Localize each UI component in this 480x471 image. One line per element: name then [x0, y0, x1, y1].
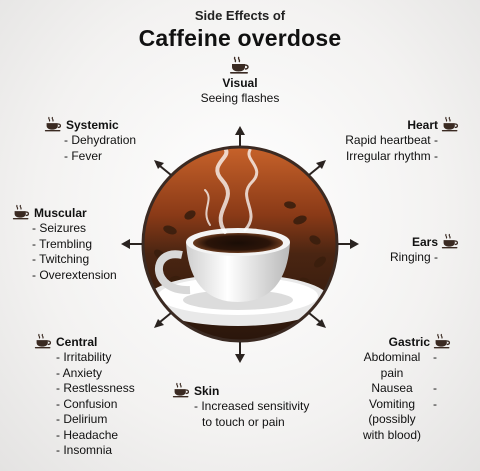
title-line-1: Side Effects of [194, 8, 286, 23]
arrow-up-left [154, 160, 172, 176]
category-gastric-item: pain [380, 365, 404, 380]
coffee-cup-icon [441, 233, 460, 249]
category-muscular-name: Muscular [34, 206, 87, 220]
coffee-cup-icon [34, 333, 53, 349]
category-muscular-item: Twitching [32, 252, 117, 268]
category-visual-item: Seeing flashes [200, 91, 280, 105]
category-gastric-item: with blood) [362, 427, 422, 442]
category-central: Central Irritability Anxiety Restlessnes… [34, 333, 135, 459]
category-skin: Skin - Increased sensitivity to touch or… [172, 382, 309, 430]
category-central-name: Central [56, 335, 98, 349]
title-line-2: Caffeine overdose [138, 25, 342, 51]
category-gastric-name: Gastric [388, 335, 430, 349]
category-central-item: Insomnia [56, 443, 135, 459]
arrow-down-right [308, 312, 326, 328]
arrows [121, 126, 359, 363]
coffee-cup-photo [141, 145, 339, 343]
category-ears-item: Ringing [390, 250, 438, 266]
category-muscular-item: Seizures [32, 221, 117, 237]
category-visual-name: Visual [222, 76, 258, 90]
arrow-right [338, 239, 359, 249]
coffee-cup-icon [12, 204, 31, 220]
category-skin-item: to touch or pain [202, 414, 285, 429]
coffee-cup-icon [433, 333, 452, 349]
category-systemic-item: Fever [64, 149, 136, 165]
category-muscular-item: Overextension [32, 268, 116, 284]
category-heart-item: Irregular rhythm [345, 149, 438, 165]
coffee-cup-icon [180, 56, 300, 76]
category-gastric-item: Nausea- [371, 381, 437, 395]
arrow-down [235, 342, 245, 363]
coffee-cup-icon [172, 382, 191, 398]
arrow-left [121, 239, 142, 249]
category-central-item: Anxiety [56, 366, 135, 382]
category-gastric: Gastric Abdominal- pain Nausea- Vomiting… [356, 333, 452, 443]
category-systemic-name: Systemic [66, 118, 119, 132]
arrow-up [235, 126, 245, 146]
category-central-item: Irritability [56, 350, 135, 366]
category-central-item: Confusion [56, 397, 135, 413]
category-visual: Visual Seeing flashes [180, 56, 300, 107]
category-heart-item: Rapid heartbeat [345, 133, 438, 149]
category-heart: Heart Rapid heartbeat Irregular rhythm [345, 116, 460, 164]
arrow-down-left [154, 312, 172, 328]
category-gastric-item: Vomiting- [368, 396, 437, 411]
category-gastric-item: Abdominal- [363, 350, 437, 364]
category-muscular-item: Trembling [32, 237, 117, 253]
category-central-item: Delirium [56, 412, 135, 428]
coffee-cup-icon [441, 116, 460, 132]
category-systemic-item: Dehydration [64, 133, 136, 149]
category-ears: Ears Ringing [390, 233, 460, 266]
category-heart-name: Heart [407, 118, 438, 132]
category-muscular: Muscular Seizures Trembling Twitching Ov… [12, 204, 117, 283]
category-systemic: Systemic Dehydration Fever [44, 116, 136, 164]
category-skin-item: - Increased sensitivity [194, 399, 310, 413]
arrow-up-right [308, 160, 326, 176]
coffee-cup-icon [44, 116, 63, 132]
category-skin-name: Skin [194, 384, 220, 398]
category-central-item: Restlessness [56, 381, 134, 397]
category-central-item: Headache [56, 428, 135, 444]
category-ears-name: Ears [411, 235, 438, 249]
category-gastric-item: (possibly [368, 412, 416, 426]
